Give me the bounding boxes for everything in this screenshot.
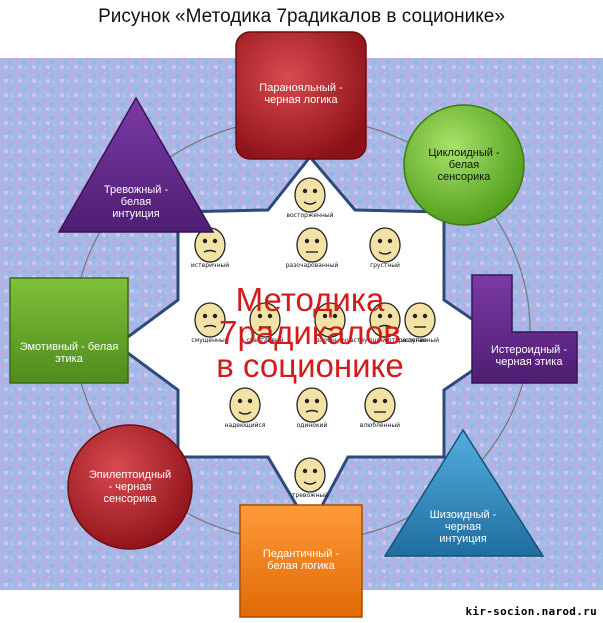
anxious-triangle (57, 96, 215, 233)
pedantic-label: Педантичный - белая логика (262, 548, 340, 572)
face-caption: разочарованный (286, 262, 339, 269)
face-sketch (364, 387, 396, 423)
cycloid-circle (403, 104, 525, 226)
face-caption: истеричный (191, 262, 229, 269)
face-caption: надеющийся (225, 422, 266, 429)
page-title: Рисунок «Методика 7радикалов в соционике… (98, 6, 505, 27)
face-sketch (369, 302, 401, 338)
faces-grid: восторженный истеричный разочарованный грус… (191, 177, 439, 499)
face-caption: тревожный (292, 492, 328, 499)
face-sketch (296, 227, 328, 263)
face-caption: испуганный (401, 337, 439, 344)
face-caption: счастливый (246, 337, 283, 344)
cycloid-label: Циклоидный - белая сенсорика (428, 147, 500, 183)
face-caption: грустный (370, 262, 400, 269)
emotive-l-shape (9, 277, 129, 384)
anxious-label: Тревожный - белая интуиция (103, 184, 169, 220)
face-caption: одинокий (297, 422, 328, 429)
epileptoid-circle (67, 424, 193, 550)
hysteroid-l-shape (471, 274, 578, 384)
face-caption: злобный (317, 337, 344, 344)
site-footer: kir-socion.narod.ru (465, 605, 597, 618)
face-sketch (369, 227, 401, 263)
face-caption: чувствующий отвращение (343, 337, 427, 344)
epileptoid-label: Эпилептоидный - черная сенсорика (88, 469, 172, 505)
face-sketch (194, 227, 226, 263)
face-sketch (404, 302, 436, 338)
schizoid-triangle (383, 428, 545, 557)
face-caption: влюбленный (360, 422, 400, 429)
face-sketch (229, 387, 261, 423)
emotive-label: Эмотивный - белая этика (19, 341, 119, 365)
face-caption: смущенный (191, 337, 228, 344)
face-sketch (294, 177, 326, 213)
face-sketch (194, 302, 226, 338)
paranoid-square (235, 31, 367, 160)
face-caption: восторженный (286, 212, 333, 219)
pedantic-square (239, 504, 363, 618)
center-title: Методика 7радикалов в соционике (216, 281, 404, 384)
face-sketch (296, 387, 328, 423)
face-sketch (314, 302, 346, 338)
paranoid-label: Паранояльный - черная логика (259, 82, 343, 106)
face-sketch (294, 457, 326, 493)
schizoid-label: Шизоидный - черная интуиция (429, 509, 497, 545)
face-sketch (249, 302, 281, 338)
hysteroid-label: Истероидный - черная этика (490, 344, 568, 368)
